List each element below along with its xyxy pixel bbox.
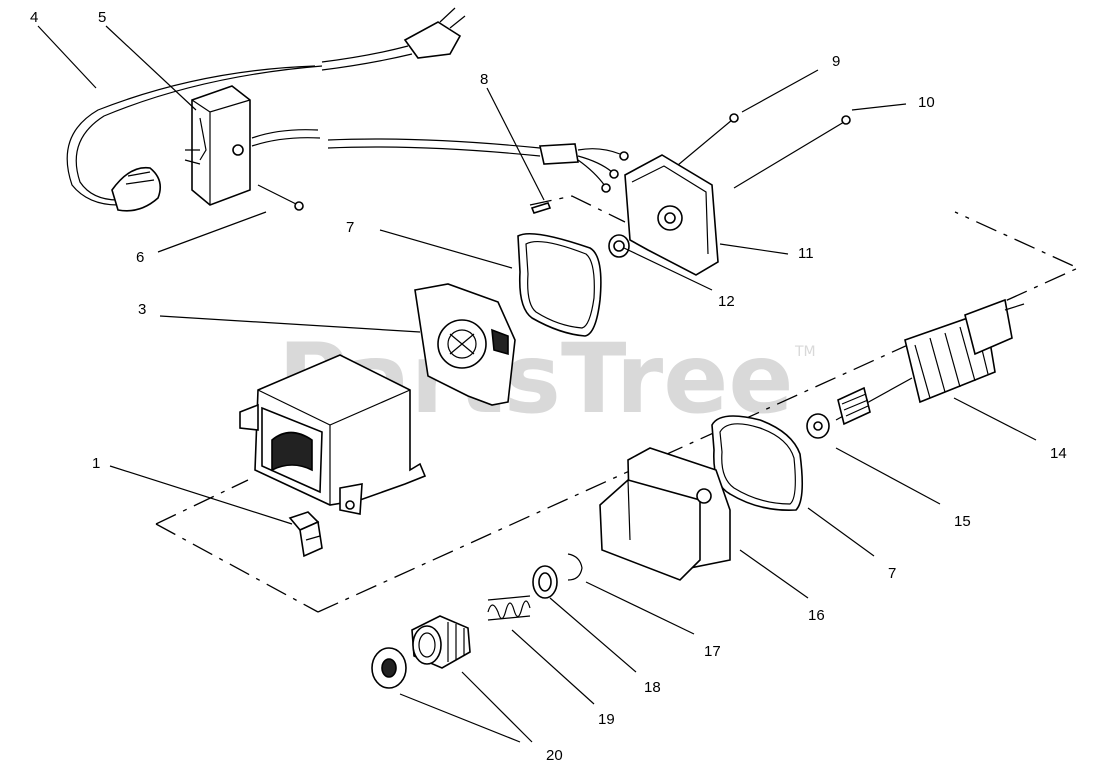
washer-15 [806,413,830,439]
retaining-ring [567,553,583,581]
callout-6: 6 [136,249,144,266]
motor-lead-wire [327,138,629,193]
power-cord [66,7,466,212]
armature [835,298,1025,426]
watermark-trademark: TM [794,344,816,360]
callout-15: 15 [954,513,971,530]
drive-housing [599,447,731,581]
callout-17: 17 [704,643,721,660]
callout-10: 10 [918,94,935,111]
callout-12: 12 [718,293,735,310]
callout-7-bottom: 7 [888,565,896,582]
callout-labels: 4 5 6 7 8 9 10 11 12 3 1 14 15 7 16 17 1… [30,9,1067,764]
grouping-lines [155,195,1080,613]
callout-18: 18 [644,679,661,696]
washer-12 [608,234,630,258]
brush-plate [414,283,516,406]
callout-3: 3 [138,301,146,318]
gasket-bottom [711,415,804,511]
end-cap [624,154,719,276]
callout-4: 4 [30,9,38,26]
callout-14: 14 [1050,445,1067,462]
callout-1: 1 [92,455,100,472]
callout-20: 20 [546,747,563,764]
stop-nut [532,565,558,599]
callout-9: 9 [832,53,840,70]
switch-box [184,85,321,206]
screw-6 [257,184,304,211]
callout-19: 19 [598,711,615,728]
callout-16: 16 [808,607,825,624]
gasket-top [517,232,602,337]
motor-frame [239,354,427,515]
screw-8 [530,202,552,214]
callout-5: 5 [98,9,106,26]
leader-lines [37,25,1037,743]
callout-8: 8 [480,71,488,88]
spring [487,595,531,621]
bolt-1 [288,511,323,558]
callout-11: 11 [798,245,814,262]
through-bolts [671,113,851,189]
drive-pinion-assembly [371,615,471,689]
callout-7-top: 7 [346,219,354,236]
